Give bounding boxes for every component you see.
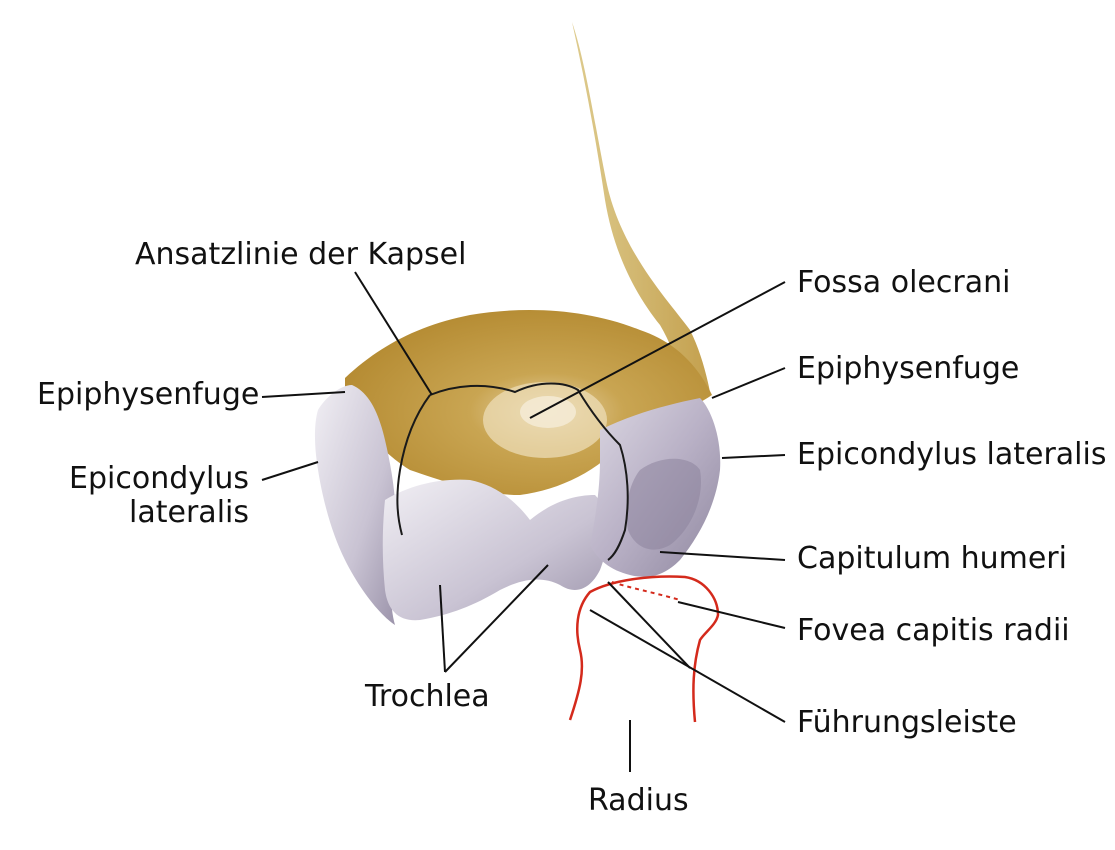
leader-fuehrung-2 (607, 581, 691, 669)
label-ansatzlinie: Ansatzlinie der Kapsel (135, 237, 466, 272)
fossa-olecrani-center (520, 396, 576, 428)
label-radius: Radius (588, 783, 689, 818)
capsule-attachment-line-left (396, 394, 431, 536)
leader-trochlea-1 (439, 584, 446, 673)
label-fuehrungsleiste: Führungsleiste (797, 705, 1017, 740)
label-epiphysenfuge-right: Epiphysenfuge (797, 351, 1019, 386)
radius-outline (568, 575, 720, 723)
leader-trochlea-2 (444, 564, 549, 673)
leader-capitulum (659, 551, 786, 561)
trochlea-shape (382, 479, 608, 621)
label-epicondylus-left-1: Epicondylus (69, 461, 249, 496)
leader-fossa (529, 281, 786, 419)
leader-epicondylus-left (261, 461, 319, 481)
label-fovea: Fovea capitis radii (797, 613, 1070, 648)
epicondyle-left-block (314, 385, 396, 625)
label-epicondylus-right: Epicondylus lateralis (797, 437, 1106, 472)
leader-epicondylus-right (721, 454, 786, 459)
capsule-attachment-line (429, 382, 629, 561)
leader-lines (261, 271, 786, 772)
humerus-shaft (572, 22, 710, 400)
label-fossa-olecrani: Fossa olecrani (797, 265, 1010, 300)
label-epiphysenfuge-left: Epiphysenfuge (37, 377, 259, 412)
leader-fovea (677, 601, 786, 629)
label-trochlea: Trochlea (364, 679, 490, 714)
leader-ansatzlinie (354, 271, 433, 396)
leader-epiphysenfuge-right (711, 367, 786, 399)
leader-epiphysenfuge-left (261, 391, 346, 398)
capitulum-shadow (626, 458, 701, 550)
label-capitulum: Capitulum humeri (797, 541, 1067, 576)
label-epicondylus-left-2: lateralis (129, 495, 249, 530)
